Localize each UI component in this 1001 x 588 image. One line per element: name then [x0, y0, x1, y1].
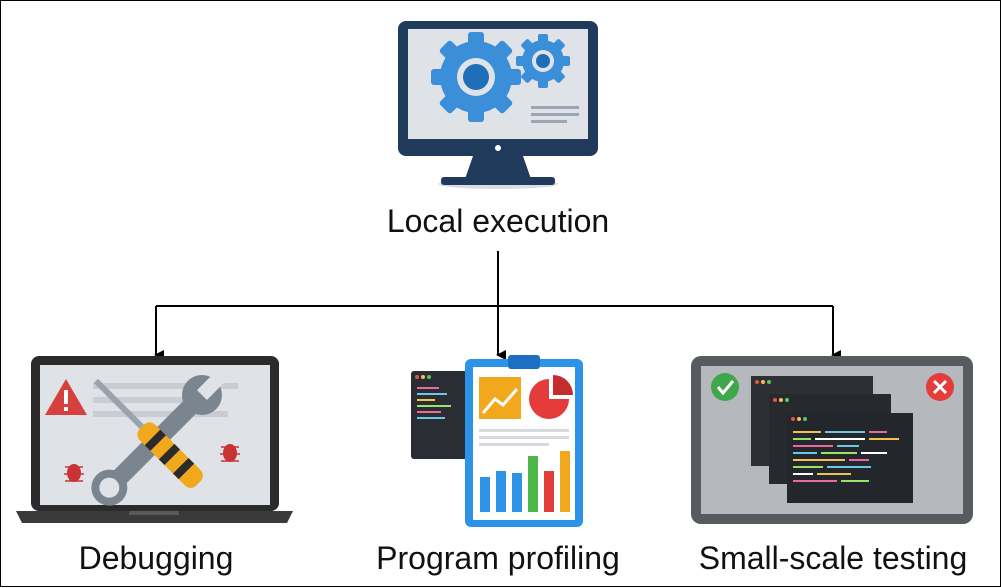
small-scale-testing-label: Small-scale testing: [698, 540, 968, 576]
root-node-label: Local execution: [386, 203, 610, 239]
program-profiling-label: Program profiling: [376, 540, 620, 576]
debugging-label: Debugging: [78, 540, 234, 576]
